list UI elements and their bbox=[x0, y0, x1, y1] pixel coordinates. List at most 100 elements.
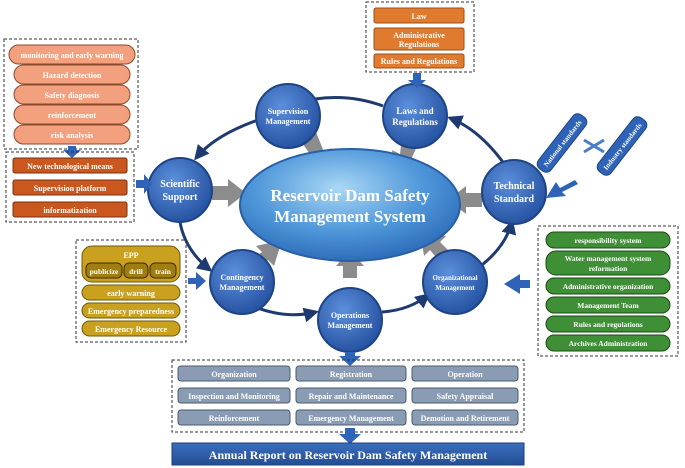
org-pill bbox=[545, 315, 671, 333]
node-organizational-line1: Organizational bbox=[432, 274, 477, 282]
node-organizational: Organizational Management bbox=[422, 249, 488, 315]
node-operations-line2: Management bbox=[328, 321, 373, 330]
law-item-label: Regulations bbox=[399, 40, 439, 49]
standards-arrow bbox=[546, 180, 578, 198]
risk-pill-label: Safety diagnosis bbox=[45, 91, 100, 100]
node-supervision: Supervision Management bbox=[255, 83, 321, 149]
tech-item-label: Supervision platform bbox=[34, 184, 107, 193]
risk-group: monitoring and early warning Hazard dete… bbox=[3, 38, 139, 158]
risk-pill-label: reinforcement bbox=[48, 111, 96, 120]
emergency-pill-label: Emergency preparedness bbox=[88, 307, 174, 316]
ops-cell-label: Reinforcement bbox=[209, 414, 260, 423]
ops-cell bbox=[295, 365, 407, 382]
node-contingency: Contingency Management bbox=[209, 249, 275, 315]
tech-item bbox=[12, 179, 128, 196]
node-operations: Operations Management bbox=[317, 287, 383, 353]
org-pill bbox=[545, 296, 671, 314]
ops-cell bbox=[295, 409, 407, 426]
operations-down-arrow bbox=[339, 352, 361, 366]
ops-row-1: Organization Registration Operation bbox=[177, 365, 519, 382]
law-item-label: Law bbox=[411, 12, 426, 21]
ops-row-2: Inspection and Monitoring Repair and Mai… bbox=[177, 387, 519, 404]
epp-group: EPP publicize drill train early warning … bbox=[75, 239, 206, 343]
risk-pill bbox=[13, 84, 131, 105]
org-pill bbox=[545, 250, 671, 276]
law-item-label: Rules and Regulations bbox=[381, 57, 457, 66]
org-pill-label: Administrative organization bbox=[563, 282, 654, 291]
industry-standards-tag bbox=[596, 116, 648, 176]
node-technical: Technical Standard bbox=[481, 159, 547, 225]
law-item bbox=[373, 27, 465, 51]
center-title-line1: Reservoir Dam Safety bbox=[270, 186, 430, 205]
law-box: Law Administrative Regulations Rules and… bbox=[365, 1, 475, 88]
risk-pill bbox=[8, 44, 136, 65]
org-pill bbox=[545, 277, 671, 295]
law-item-label: Administrative bbox=[393, 31, 445, 40]
ops-cell-label: Operation bbox=[447, 370, 483, 379]
emergency-pill bbox=[81, 302, 181, 319]
node-contingency-line1: Contingency bbox=[220, 273, 263, 282]
risk-pill bbox=[13, 124, 131, 145]
law-item bbox=[373, 7, 465, 24]
node-technical-line2: Standard bbox=[494, 194, 534, 205]
org-pill-label: Archives Administration bbox=[569, 339, 649, 348]
node-contingency-line2: Management bbox=[220, 283, 265, 292]
gray-arrow-scientific bbox=[212, 179, 246, 207]
ops-cell-label: Registration bbox=[330, 370, 373, 379]
risk-pill bbox=[13, 104, 131, 125]
org-pill bbox=[545, 334, 671, 352]
ops-cell bbox=[411, 409, 519, 426]
node-laws: Laws and Regulations bbox=[382, 83, 448, 149]
tech-item bbox=[12, 157, 128, 174]
risk-pill-label: monitoring and early warning bbox=[21, 51, 124, 60]
center-ellipse bbox=[239, 148, 461, 262]
ops-cell bbox=[177, 387, 291, 404]
epp-subitem bbox=[149, 262, 177, 279]
ops-cell-label: Repair and Maintenance bbox=[309, 392, 394, 401]
emergency-pill bbox=[81, 284, 181, 301]
node-laws-line1: Laws and bbox=[396, 106, 433, 116]
org-pill-label: Rules and regulations bbox=[573, 320, 643, 329]
org-pill-label: Water management system bbox=[565, 254, 652, 263]
org-pill-label: Management Team bbox=[577, 301, 639, 310]
gray-arrow-operations bbox=[336, 250, 364, 278]
gray-arrow-technical bbox=[448, 186, 482, 214]
epp-subitem-label: publicize bbox=[90, 267, 119, 276]
center-hub: Reservoir Dam Safety Management System bbox=[239, 148, 461, 262]
law-down-arrow bbox=[408, 73, 426, 88]
org-group: responsibility system Water management s… bbox=[504, 225, 679, 357]
cycle-arrow-organizational-to-technical bbox=[477, 219, 517, 270]
ops-cell-label: Demotion and Retirement bbox=[421, 414, 510, 423]
tech-item-label: informatization bbox=[43, 206, 97, 215]
standards-cross-arrow bbox=[583, 138, 605, 154]
standards-group: National standards Industry standards bbox=[536, 113, 648, 198]
org-pill-label: responsibility system bbox=[575, 236, 642, 245]
cycle-arrow-scientific-to-contingency bbox=[178, 221, 213, 272]
risk-pill-label: risk analysis bbox=[51, 131, 93, 140]
node-operations-line1: Operations bbox=[331, 311, 369, 320]
ops-cell-label: Emergency Management bbox=[308, 414, 394, 423]
epp-subitem-label: train bbox=[155, 267, 172, 276]
node-technical-line1: Technical bbox=[494, 181, 535, 192]
report-down-arrow bbox=[339, 428, 361, 444]
annual-report-bar: Annual Report on Reservoir Dam Safety Ma… bbox=[171, 442, 525, 466]
center-title-line2: Management System bbox=[274, 207, 426, 226]
node-supervision-line2: Management bbox=[266, 117, 311, 126]
emergency-pill-label: early warning bbox=[107, 289, 155, 298]
ops-row-3: Reinforcement Emergency Management Demot… bbox=[177, 409, 519, 426]
ops-cell bbox=[411, 365, 519, 382]
ops-cell-label: Inspection and Monitoring bbox=[188, 392, 280, 401]
tech-item bbox=[12, 201, 128, 218]
ops-grid: Organization Registration Operation Insp… bbox=[171, 359, 525, 433]
tech-right-arrow bbox=[136, 174, 152, 194]
node-scientific-line2: Support bbox=[162, 192, 198, 203]
risk-pill bbox=[13, 64, 131, 85]
national-standards-tag bbox=[536, 113, 588, 173]
tech-item-label: New technological means bbox=[27, 162, 113, 171]
industry-standards-label: Industry standards bbox=[602, 121, 644, 171]
node-supervision-line1: Supervision bbox=[268, 107, 309, 116]
emergency-pill-label: Emergency Resource bbox=[95, 325, 168, 334]
node-scientific-line1: Scientific bbox=[160, 179, 200, 190]
ops-cell bbox=[177, 365, 291, 382]
